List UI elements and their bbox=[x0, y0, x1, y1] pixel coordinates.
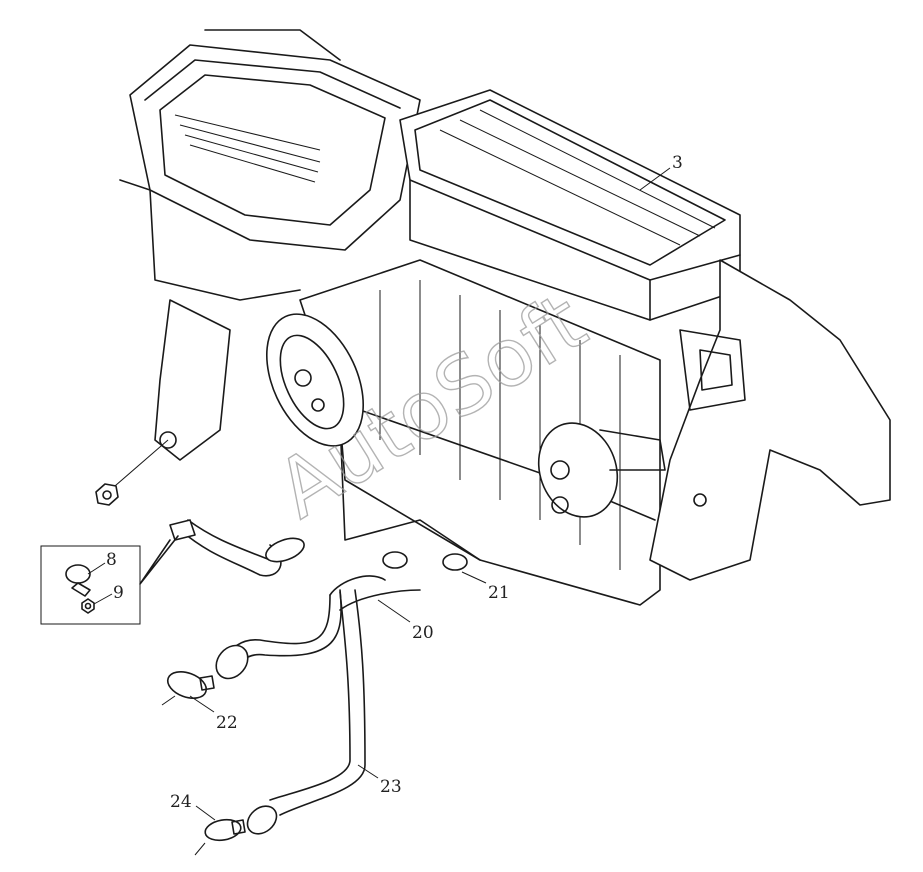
callout-20: 20 bbox=[412, 623, 434, 643]
filter-housing-part-3 bbox=[399, 89, 741, 321]
callout-3: 3 bbox=[672, 153, 683, 173]
callout-8: 8 bbox=[106, 550, 117, 570]
hvac-housing-left-module bbox=[119, 29, 421, 301]
heater-core-flange bbox=[537, 422, 666, 518]
callout-21: 21 bbox=[488, 583, 510, 603]
drain-hose bbox=[169, 519, 305, 577]
leader-lines bbox=[189, 167, 671, 821]
left-duct-outlet bbox=[265, 313, 365, 447]
callout-24: 24 bbox=[170, 792, 192, 812]
inset-detail-box bbox=[40, 535, 179, 625]
callout-23: 23 bbox=[380, 777, 402, 797]
hose-clamps bbox=[161, 551, 468, 856]
mounting-bracket bbox=[95, 299, 231, 506]
callout-22: 22 bbox=[216, 713, 238, 733]
right-side-duct bbox=[649, 259, 891, 581]
callout-9: 9 bbox=[113, 583, 124, 603]
heater-hose-assembly bbox=[215, 575, 421, 835]
